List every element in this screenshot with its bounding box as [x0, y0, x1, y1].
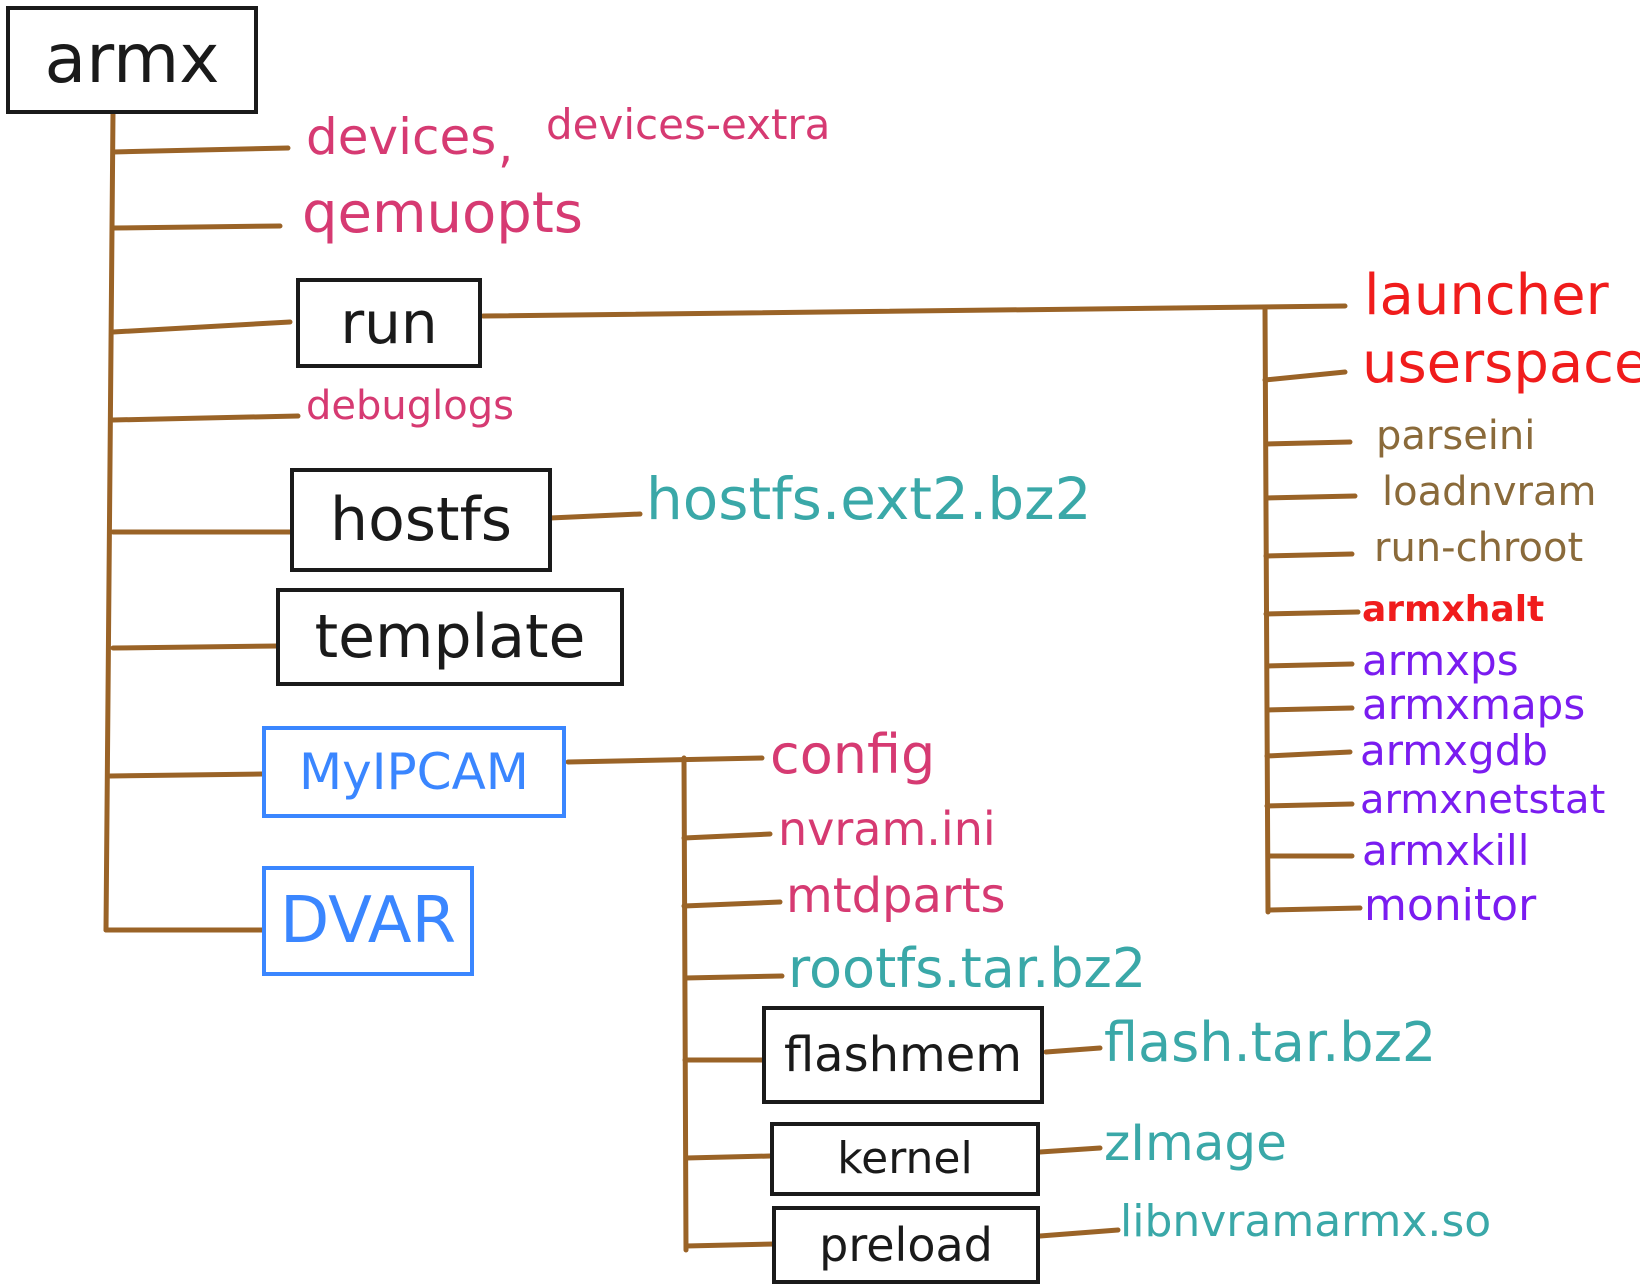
- node-kernel: kernel: [770, 1122, 1040, 1196]
- label-config: config: [770, 723, 936, 786]
- label-devices: devices: [306, 108, 497, 166]
- label-qemuopts: qemuopts: [302, 181, 583, 246]
- node-kernel-label: kernel: [837, 1133, 973, 1184]
- branch-debuglogs: [110, 413, 301, 423]
- node-run: run: [296, 278, 482, 368]
- label-armxhalt: armxhalt: [1362, 589, 1545, 630]
- branch-myipcam-out: [565, 755, 765, 765]
- branch-flash-tar: [1043, 1045, 1103, 1055]
- label-monitor: monitor: [1364, 880, 1537, 931]
- branch-zimage: [1037, 1145, 1103, 1155]
- label-flash-tar: flash.tar.bz2: [1104, 1011, 1437, 1074]
- label-mtdparts: mtdparts: [786, 868, 1006, 924]
- branch-armxgdb: [1264, 749, 1353, 759]
- node-template: template: [276, 588, 624, 686]
- node-myipcam: MyIPCAM: [262, 726, 566, 818]
- branch-nvram: [681, 831, 773, 841]
- label-armxgdb: armxgdb: [1360, 726, 1549, 775]
- branch-myipcam: [107, 771, 265, 779]
- node-flashmem-label: flashmem: [783, 1027, 1023, 1083]
- node-run-label: run: [340, 289, 438, 357]
- label-run-chroot: run-chroot: [1374, 525, 1584, 571]
- branch-libnvram: [1037, 1227, 1121, 1239]
- label-loadnvram: loadnvram: [1382, 469, 1597, 515]
- node-preload: preload: [772, 1206, 1040, 1284]
- branch-armxmaps: [1264, 705, 1355, 713]
- node-armx: armx: [6, 6, 258, 114]
- branch-run-chroot: [1263, 551, 1355, 559]
- node-preload-label: preload: [819, 1218, 993, 1272]
- label-armxps: armxps: [1362, 636, 1519, 685]
- node-hostfs: hostfs: [290, 468, 552, 572]
- label-armxmaps: armxmaps: [1362, 680, 1586, 729]
- run-trunk: [1262, 305, 1271, 915]
- node-dvar: DVAR: [262, 866, 474, 976]
- branch-kernel: [683, 1153, 773, 1161]
- node-template-label: template: [314, 602, 586, 672]
- label-libnvram: libnvramarmx.so: [1120, 1196, 1492, 1247]
- label-comma: ,: [498, 118, 514, 174]
- branch-armxnetstat: [1264, 801, 1355, 809]
- label-launcher: launcher: [1364, 263, 1609, 328]
- branch-parseini: [1263, 439, 1353, 447]
- node-myipcam-label: MyIPCAM: [299, 743, 529, 801]
- label-rootfs: rootfs.tar.bz2: [788, 937, 1147, 1000]
- branch-run: [110, 319, 293, 335]
- branch-hostfs-ext2: [547, 511, 643, 521]
- node-armx-label: armx: [44, 20, 220, 99]
- branch-monitor: [1265, 905, 1363, 913]
- branch-armxps: [1264, 661, 1355, 669]
- label-userspace: userspace: [1362, 331, 1640, 396]
- branch-mtdparts: [681, 899, 783, 909]
- branch-rootfs: [682, 973, 785, 981]
- label-zimage: zImage: [1104, 1114, 1287, 1172]
- label-hostfs-ext2: hostfs.ext2.bz2: [646, 465, 1092, 533]
- label-armxkill: armxkill: [1362, 826, 1530, 875]
- myipcam-trunk: [681, 755, 689, 1253]
- armx-trunk: [103, 109, 116, 933]
- label-armxnetstat: armxnetstat: [1360, 777, 1606, 823]
- branch-userspace: [1262, 369, 1348, 383]
- node-flashmem: flashmem: [762, 1006, 1044, 1104]
- branch-qemuopts: [110, 223, 283, 231]
- branch-template: [110, 643, 281, 651]
- branch-devices: [110, 145, 291, 155]
- branch-armxhalt: [1263, 609, 1361, 617]
- branch-preload: [683, 1241, 777, 1249]
- node-dvar-label: DVAR: [279, 884, 457, 958]
- node-hostfs-label: hostfs: [330, 485, 512, 555]
- branch-loadnvram: [1263, 493, 1358, 501]
- label-nvram-ini: nvram.ini: [778, 802, 996, 856]
- label-parseini: parseini: [1376, 413, 1536, 459]
- label-debuglogs: debuglogs: [306, 383, 514, 429]
- label-devices-extra: devices-extra: [546, 100, 831, 149]
- branch-run-out: [480, 303, 1348, 319]
